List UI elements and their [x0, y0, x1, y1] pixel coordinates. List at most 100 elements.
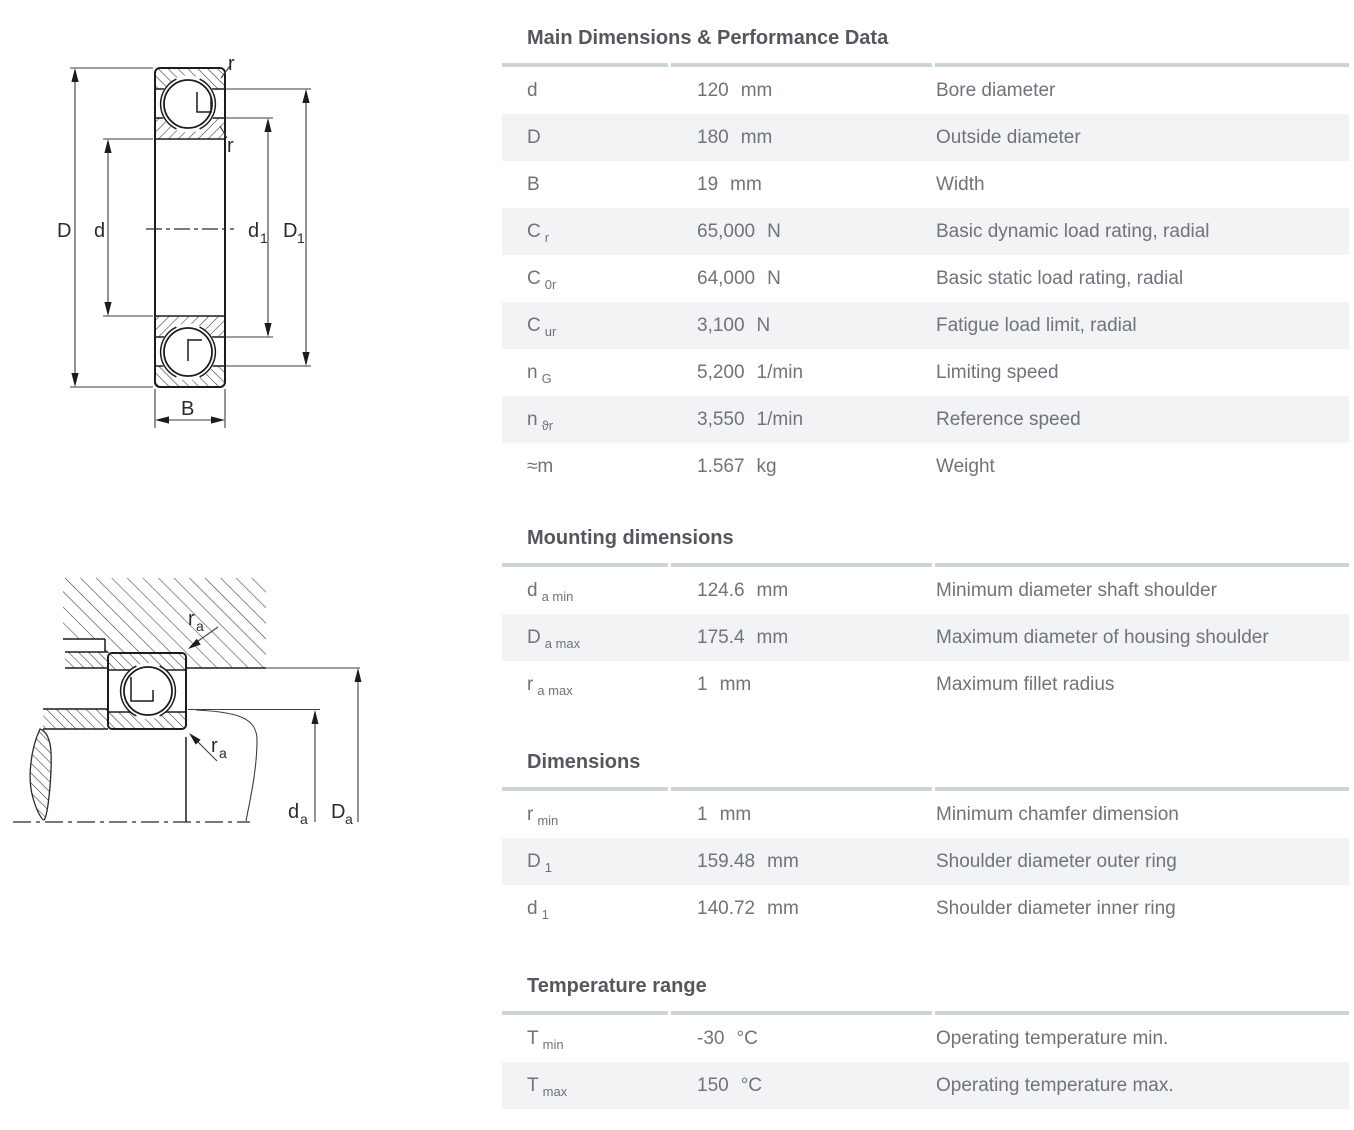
value-cell: 64,000 N: [671, 255, 933, 302]
value-text: 159.48: [697, 851, 756, 872]
value-cell: 5,200 1/min: [671, 349, 933, 396]
symbol-cell: D: [502, 114, 671, 161]
description-cell: Minimum diameter shaft shoulder: [936, 580, 1217, 601]
description-cell: Shoulder diameter inner ring: [936, 898, 1176, 919]
unit-text: N: [756, 315, 771, 336]
dim-label-d: d: [94, 220, 105, 242]
unit-text: °C: [736, 1028, 758, 1049]
symbol-subscript: ϑr: [541, 418, 554, 433]
symbol-subscript: a max: [544, 636, 581, 651]
unit-text: N: [767, 268, 781, 289]
table-header-rule: [502, 787, 1349, 791]
value-cell: 124.6 mm: [671, 567, 933, 614]
symbol-subscript: a min: [541, 589, 574, 604]
symbol-cell: B: [502, 161, 671, 208]
symbol-text: C: [527, 315, 541, 336]
table-header-rule: [502, 563, 1349, 567]
section-title: Dimensions: [527, 751, 641, 773]
dim-label-d1-sub: 1: [260, 230, 268, 246]
symbol-text: n: [527, 362, 538, 383]
description-cell: Operating temperature min.: [936, 1028, 1169, 1049]
symbol-subscript: a max: [537, 683, 573, 698]
table-header-rule: [502, 63, 1349, 67]
symbol-text: d: [527, 580, 538, 601]
value-text: 64,000: [697, 268, 756, 289]
value-text: 1: [697, 804, 708, 825]
symbol-text: T: [527, 1075, 539, 1096]
symbol-subscript: 1: [544, 860, 552, 875]
symbol-text: C: [527, 221, 541, 242]
unit-text: mm: [719, 674, 752, 695]
unit-text: kg: [756, 456, 777, 477]
description-cell: Width: [936, 174, 985, 195]
symbol-subscript: max: [542, 1084, 568, 1099]
shaft-section-break: [29, 728, 52, 821]
value-cell: 150°C: [671, 1062, 933, 1109]
unit-text: 1/min: [756, 362, 804, 383]
unit-text: °C: [740, 1075, 763, 1096]
dim-label-ra-top-sub: a: [196, 618, 204, 634]
value-text: 3,550: [697, 409, 745, 430]
unit-text: 1/min: [756, 409, 804, 430]
dim-label-r-top: r: [228, 53, 235, 75]
section-title: Main Dimensions & Performance Data: [527, 27, 889, 49]
unit-text: mm: [730, 174, 762, 195]
description-cell: Basic static load rating, radial: [936, 268, 1184, 289]
dim-label-D: D: [57, 220, 71, 242]
symbol-subscript: min: [542, 1037, 564, 1052]
symbol-text: d: [527, 898, 538, 919]
symbol-cell: ≈m: [502, 443, 671, 490]
description-cell: Weight: [936, 456, 995, 477]
mounted-ball: [123, 666, 173, 716]
value-text: -30: [697, 1028, 725, 1049]
value-text: 140.72: [697, 898, 756, 919]
dim-label-r-inner: r: [227, 135, 234, 157]
value-cell: 140.72 mm: [671, 885, 933, 932]
symbol-subscript: min: [537, 813, 559, 828]
unit-text: mm: [756, 580, 789, 601]
value-text: 124.6: [697, 580, 745, 601]
symbol-text: D: [527, 627, 541, 648]
bearing-cross-section-drawing: D d d 1 D 1 B r r: [57, 53, 311, 428]
bearing-mounting-drawing: d a D a r a r a: [13, 578, 362, 827]
dim-label-da: d: [288, 801, 299, 823]
symbol-text: T: [527, 1028, 539, 1049]
value-text: 120: [697, 80, 729, 101]
section-title: Mounting dimensions: [527, 527, 734, 549]
symbol-text: r: [527, 804, 534, 825]
unit-text: mm: [740, 127, 773, 148]
symbol-subscript: r: [544, 230, 550, 245]
symbol-text: D: [527, 851, 541, 872]
symbol-text: B: [527, 174, 540, 195]
dim-label-Da: D: [331, 801, 345, 823]
description-cell: Fatigue load limit, radial: [936, 315, 1137, 336]
unit-text: mm: [767, 898, 799, 919]
dim-label-ra-bottom: r: [211, 735, 218, 757]
value-text: 5,200: [697, 362, 745, 383]
